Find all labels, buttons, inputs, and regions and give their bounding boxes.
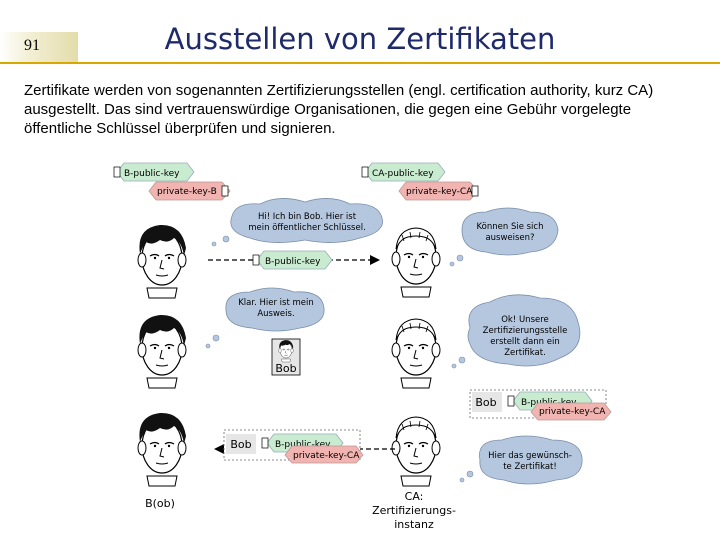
ca-speech-bubble-2: Ok! Unsere Zertifizierungsstelle erstell… [451,294,581,369]
bob-face-2 [137,314,187,389]
transfer-key-label: B-public-key [265,257,321,267]
ca-public-key-label: CA-public-key [372,169,434,179]
ca-caption-line-1: CA: [405,490,424,503]
key-icon [507,395,515,407]
ca-done-line-1: Hier das gewünsch- [488,451,572,461]
ca-ask-line-1: Können Sie sich [477,222,544,232]
bob-face-1 [137,224,187,299]
bob-hello-line-2: mein öffentlicher Schlüssel. [248,223,366,233]
ca-ok-line-2: Zertifizierungsstelle [483,326,568,336]
b-private-key-label: private-key-B [157,187,217,197]
ca-private-key-tag: private-key-CA [398,181,479,201]
title-rule [0,62,720,64]
ca-speech-bubble-3: Hier das gewünsch- te Zertifikat! [459,435,583,485]
ca-face-2 [391,318,441,389]
bob-cert-signature: private-key-CA [293,451,360,461]
intro-text: Zertifikate werden von sogenannten Zerti… [24,82,654,137]
id-card-name: Bob [275,362,296,375]
ca-caption-line-3: instanz [394,518,434,531]
b-private-key-tag: private-key-B [148,181,231,201]
bob-id-line-2: Ausweis. [257,309,294,319]
key-icon [221,185,229,197]
bob-cert-public-key: B-public-key [275,440,331,450]
ca-public-key-tag: CA-public-key [361,162,446,182]
ca-ok-line-1: Ok! Unsere [501,315,549,325]
ca-caption-line-2: Zertifizierungs- [372,504,456,517]
ca-private-key-label: private-key-CA [406,187,473,197]
key-icon [261,437,269,449]
transfer-key-tag: B-public-key [252,250,333,270]
ca-face-1 [391,227,441,298]
bob-caption: B(ob) [145,497,175,510]
ca-face-3 [391,416,441,487]
bob-received-certificate: Bob B-public-key private-key-CA [223,429,364,464]
page-number: 91 [24,37,40,54]
page-number-badge: 91 [0,32,78,62]
bob-speech-bubble-1: Hi! Ich bin Bob. Hier ist mein öffentlic… [211,198,383,247]
bob-hello-line-1: Hi! Ich bin Bob. Hier ist [258,212,357,222]
ca-speech-bubble-1: Können Sie sich ausweisen? [449,207,559,267]
bob-face-3 [137,412,187,487]
key-icon [361,166,369,178]
key-icon [113,166,121,178]
page-title: Ausstellen von Zertifikaten [164,22,556,56]
ca-ok-line-3: erstellt dann ein [490,337,560,347]
bob-cert-name: Bob [230,438,251,451]
ca-cert-name: Bob [475,396,496,409]
key-icon [471,185,479,197]
ca-ok-line-4: Zertifikat. [504,348,546,358]
b-public-key-tag: B-public-key [113,162,195,182]
b-public-key-label: B-public-key [124,169,180,179]
id-card: Bob [271,338,301,376]
ca-ask-line-2: ausweisen? [485,233,534,243]
bob-id-line-1: Klar. Hier ist mein [238,298,314,308]
ca-done-line-2: te Zertifikat! [503,462,557,472]
key-icon [252,254,260,266]
bob-speech-bubble-2: Klar. Hier ist mein Ausweis. [205,287,325,349]
ca-cert-signature: private-key-CA [539,407,606,417]
ca-issued-certificate: Bob B-public-key private-key-CA [469,389,612,421]
